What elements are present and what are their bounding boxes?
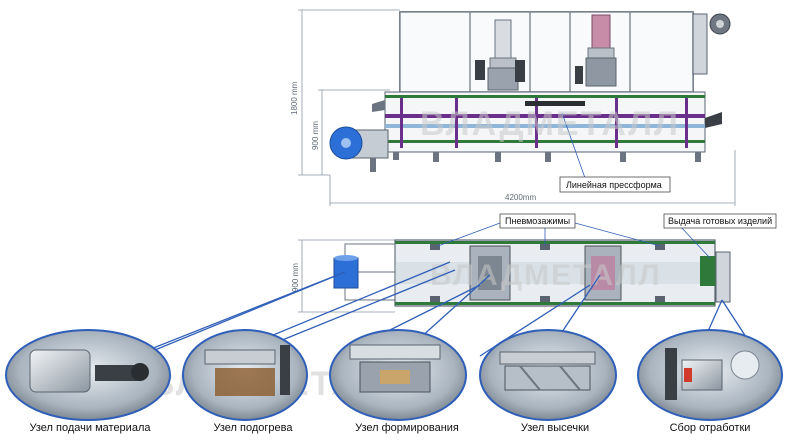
callout-clamps-label: Пневмозажимы bbox=[505, 216, 570, 226]
plan-body bbox=[394, 239, 731, 307]
exit-roller bbox=[692, 13, 731, 75]
legs bbox=[393, 152, 701, 162]
dim-length: 4200mm bbox=[505, 193, 536, 202]
node-bubble-feed bbox=[5, 329, 171, 421]
node-bubble-waste bbox=[637, 329, 783, 421]
side-elevation-view: 1800 mm 900 mm 4200mm bbox=[290, 9, 736, 206]
node-label-forming: Узел формирования bbox=[355, 422, 459, 434]
callout-output-label: Выдача готовых изделий bbox=[668, 216, 772, 226]
node-bubble-forming bbox=[329, 329, 467, 421]
dimension-lines-plan bbox=[298, 239, 395, 313]
node-label-waste: Сбор отработки bbox=[669, 422, 751, 434]
dim-plan-width: 900 mm bbox=[291, 263, 300, 292]
node-label-feed: Узел подачи материала bbox=[29, 422, 151, 434]
dimension-lines-side bbox=[298, 9, 736, 206]
node-bubble-heating bbox=[182, 329, 308, 421]
cutting-press bbox=[575, 14, 617, 87]
plan-view: 900 mm bbox=[291, 213, 777, 313]
material-roll-side bbox=[329, 126, 389, 172]
watermark-side: ВЛАДМЕТАЛЛ bbox=[420, 105, 680, 143]
callout-clamps: Пневмозажимы bbox=[499, 213, 576, 229]
callout-press-mold: Линейная прессформа bbox=[559, 176, 671, 193]
forming-press bbox=[475, 19, 525, 91]
watermark-plan: ВЛАДМЕТАЛЛ bbox=[430, 259, 662, 292]
dim-height-total: 1800 mm bbox=[290, 81, 299, 115]
callout-output: Выдача готовых изделий bbox=[663, 213, 777, 229]
dim-height-table: 900 mm bbox=[311, 121, 320, 150]
callout-press-mold-label: Линейная прессформа bbox=[566, 180, 662, 190]
material-roll-plan bbox=[333, 243, 396, 301]
detail-connectors bbox=[117, 261, 749, 363]
node-label-cutting: Узел высечки bbox=[520, 422, 590, 434]
node-bubble-cutting bbox=[479, 329, 617, 421]
node-label-heating: Узел подогрева bbox=[213, 422, 293, 434]
